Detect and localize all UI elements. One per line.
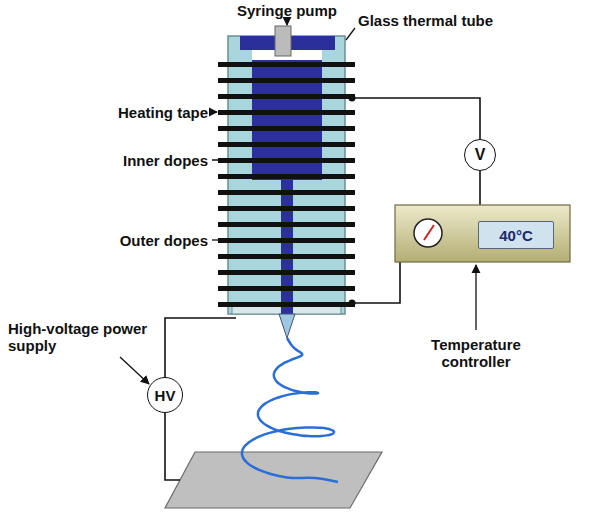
heating-tape-band — [218, 206, 355, 211]
heating-tape-band — [218, 62, 355, 67]
node-text: HV — [155, 387, 176, 404]
heating-tape-band — [218, 110, 355, 115]
heating-tape-band — [218, 174, 355, 179]
part-label: Inner dopes — [123, 152, 208, 169]
node-text: 40°C — [499, 227, 533, 244]
heating-tape-band — [218, 286, 355, 291]
leader-line — [212, 159, 252, 160]
controller-housing — [395, 205, 570, 262]
heating-tape-bands — [218, 62, 355, 307]
display-box: 40°C — [478, 221, 554, 249]
controller-gauge — [414, 219, 442, 247]
leaders — [120, 20, 476, 384]
leader-arrow — [286, 20, 287, 25]
wire — [165, 413, 180, 480]
part-label: High-voltage power supply — [8, 320, 148, 354]
part-label: Outer dopes — [120, 232, 208, 249]
meter-circle: V — [464, 139, 496, 171]
leader-arrow — [120, 357, 149, 384]
heating-tape-band — [218, 222, 355, 227]
part-label: Heating tape — [118, 104, 208, 121]
heating-tape-band — [218, 94, 355, 99]
heating-tape-band — [218, 126, 355, 131]
heating-tape-band — [218, 142, 355, 147]
meter-circle: HV — [147, 377, 183, 413]
wires — [165, 98, 480, 480]
node-text: V — [475, 146, 486, 164]
heating-tape-band — [218, 254, 355, 259]
heating-tape-band — [218, 302, 355, 307]
part-label: Glass thermal tube — [358, 12, 493, 29]
needle — [281, 180, 293, 314]
plunger — [275, 26, 291, 56]
collector-plate — [165, 452, 382, 508]
leader-arrow — [475, 265, 476, 330]
heating-tape-band — [218, 238, 355, 243]
wire — [352, 98, 480, 139]
heating-tape-band — [218, 78, 355, 83]
leader-line — [346, 28, 355, 40]
part-label: Syringe pump — [237, 2, 337, 19]
wire — [352, 262, 400, 303]
wire — [479, 171, 481, 205]
electrospun-fiber — [242, 338, 338, 482]
wire — [165, 318, 236, 377]
leader-line — [212, 239, 227, 240]
heating-tape-band — [218, 190, 355, 195]
heating-tape-band — [218, 270, 355, 275]
part-label: Temperature controller — [416, 336, 536, 370]
terminal-dot — [349, 95, 356, 102]
spinneret-tip — [279, 314, 295, 338]
terminal-dot — [349, 300, 356, 307]
gauge-needle — [424, 225, 434, 240]
leader-arrow — [212, 111, 217, 112]
